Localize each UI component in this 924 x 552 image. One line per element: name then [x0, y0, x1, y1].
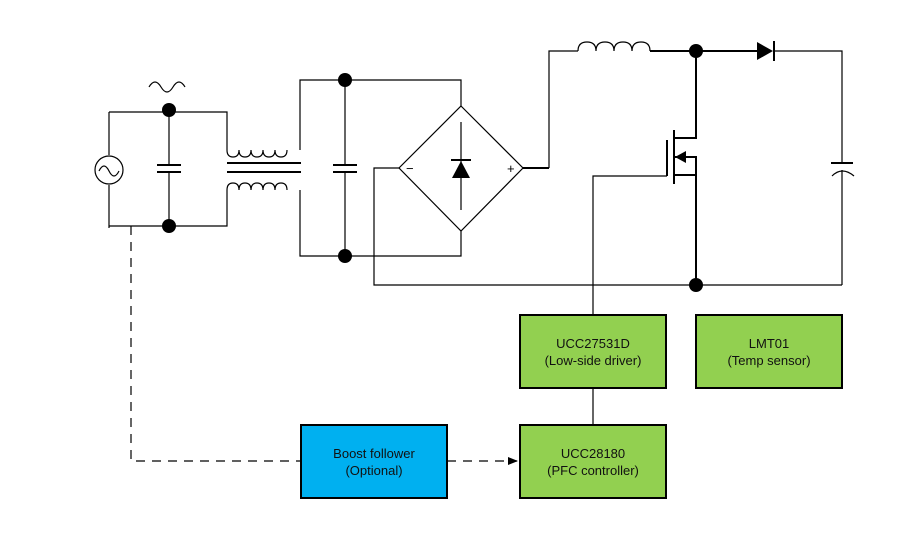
ac-source [94, 112, 124, 228]
boost-follower-block[interactable]: Boost follower (Optional) [300, 424, 448, 499]
bridge-minus-label: − [406, 161, 414, 176]
wire-choke-top [299, 79, 462, 150]
output-capacitor [831, 162, 855, 285]
wire-line-top [109, 111, 228, 150]
boost-diode [757, 41, 843, 163]
bridge-rectifier: − + [398, 105, 524, 232]
pfc-desc: (PFC controller) [547, 462, 639, 478]
boost-mosfet [666, 51, 697, 285]
junction-node [162, 103, 176, 117]
x-capacitor [157, 112, 181, 226]
pfc-controller-block[interactable]: UCC28180 (PFC controller) [519, 424, 667, 499]
ac-wave-icon [148, 81, 186, 93]
temp-sensor-block[interactable]: LMT01 (Temp sensor) [695, 314, 843, 389]
wire-choke-bottom [299, 190, 462, 257]
wire-return [373, 167, 842, 286]
follower-name: Boost follower [333, 445, 415, 461]
driver-desc: (Low-side driver) [544, 352, 642, 368]
x-capacitor-2 [333, 80, 357, 256]
junction-node [338, 73, 352, 87]
junction-node [162, 219, 176, 233]
common-mode-choke [226, 149, 301, 191]
dashed-sense-line [130, 226, 301, 462]
junction-node [689, 278, 703, 292]
junction-node [338, 249, 352, 263]
driver-part: UCC27531D [556, 335, 630, 351]
sine-icon [98, 165, 120, 177]
wire-line-bottom [109, 190, 228, 227]
wire-to-inductor [548, 50, 578, 168]
wire-gate [592, 175, 667, 314]
boost-inductor [577, 41, 651, 52]
follower-desc: (Optional) [345, 462, 403, 478]
pfc-part: UCC28180 [560, 445, 626, 461]
temp-part: LMT01 [748, 335, 790, 351]
driver-block[interactable]: UCC27531D (Low-side driver) [519, 314, 667, 389]
bridge-plus-label: + [507, 161, 515, 176]
temp-desc: (Temp sensor) [727, 352, 811, 368]
